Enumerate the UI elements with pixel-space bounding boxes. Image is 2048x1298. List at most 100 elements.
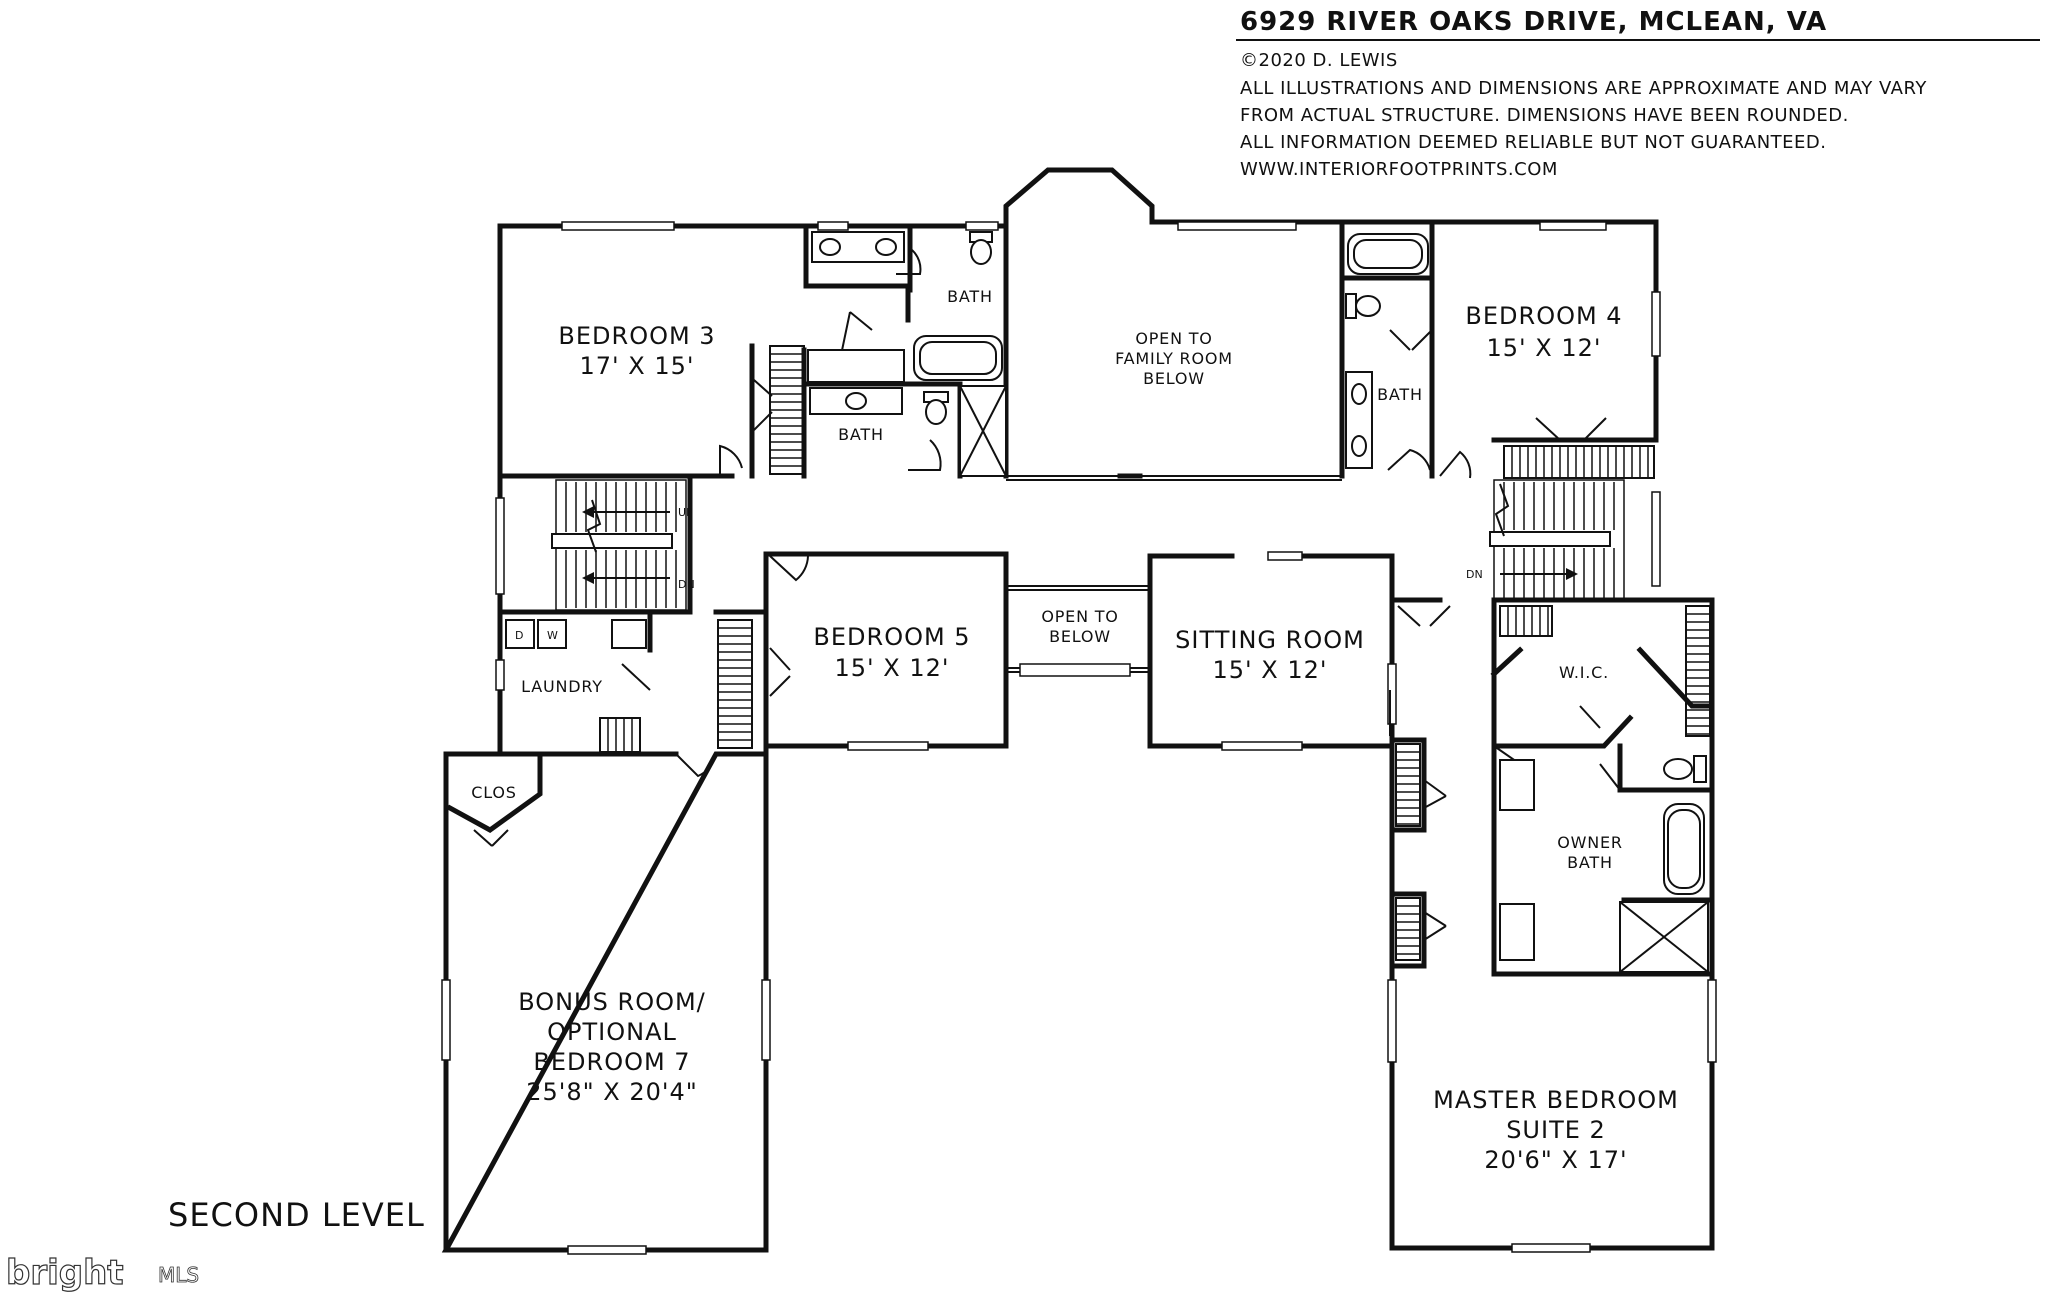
stairs-right: DN <box>1466 479 1625 601</box>
open-family-line-3: BELOW <box>1143 369 1205 388</box>
bonus-dim: 25'8" X 20'4" <box>526 1078 698 1106</box>
bedroom4-name: BEDROOM 4 <box>1465 302 1622 330</box>
bath-mid-label: BATH <box>838 425 884 444</box>
vanity-icon <box>1499 759 1535 811</box>
open-family-line-1: OPEN TO <box>1135 329 1212 348</box>
stairs-left: UP DN <box>551 479 695 611</box>
stair-landing-rail <box>1489 531 1611 547</box>
shower-x-icon <box>1619 901 1709 973</box>
wic-bottom-wall <box>1491 714 1634 749</box>
window <box>1651 491 1661 587</box>
owner-bath-line-2: BATH <box>1567 853 1613 872</box>
clos-wall <box>446 751 543 833</box>
sink-icon <box>1351 435 1367 457</box>
door-swing <box>1535 417 1607 441</box>
closet-rack-icon <box>1503 445 1655 479</box>
stair-down-label: DN <box>1466 568 1483 581</box>
open-below-line-2: BELOW <box>1049 627 1111 646</box>
mls-watermark: bright MLS <box>5 1252 199 1293</box>
dryer-icon <box>505 619 535 649</box>
clos-label: CLOS <box>471 783 516 802</box>
bathtub-inner-icon <box>1353 239 1423 269</box>
room-labels: BEDROOM 3 17' X 15' BATH BATH OPEN TO FA… <box>168 287 1679 1234</box>
bedroom3-name: BEDROOM 3 <box>558 322 715 350</box>
closet-b-wall <box>1389 891 1427 969</box>
closet-rack-icon <box>1395 743 1421 827</box>
window <box>1221 741 1303 751</box>
arrow-left-icon <box>582 572 594 584</box>
disclaimer-line-1: ALL ILLUSTRATIONS AND DIMENSIONS ARE APP… <box>1240 78 1927 99</box>
washer-label: W <box>547 629 558 642</box>
bedroom4-dim: 15' X 12' <box>1487 334 1602 362</box>
door-swing <box>1579 705 1601 729</box>
open-family-line-2: FAMILY ROOM <box>1115 349 1233 368</box>
doors <box>473 249 1621 941</box>
stair-down-label: DN <box>678 578 695 591</box>
window <box>817 221 849 231</box>
bedroom5-name: BEDROOM 5 <box>813 623 970 651</box>
bonus-room-wall <box>441 751 769 1253</box>
sitting-room-dim: 15' X 12' <box>1213 656 1328 684</box>
laundry-label: LAUNDRY <box>521 677 603 696</box>
open-below-window <box>1019 663 1131 677</box>
toilet-icon <box>925 399 947 425</box>
sink-icon <box>1351 383 1367 405</box>
closet-shelving <box>599 345 1711 961</box>
shower-x-icon <box>959 385 1007 477</box>
bath-right-label: BATH <box>1377 385 1423 404</box>
door-swing <box>908 439 942 471</box>
closet-rack-icon <box>1685 605 1711 737</box>
arrow-right-icon <box>1566 568 1578 580</box>
door-swing <box>675 753 717 778</box>
window <box>1511 1243 1591 1253</box>
bath-top-partition <box>803 223 911 323</box>
sitting-room-name: SITTING ROOM <box>1175 626 1365 654</box>
bonus-line-1: BONUS ROOM/ <box>518 988 706 1016</box>
dryer-label: D <box>515 629 523 642</box>
window <box>567 1245 647 1255</box>
window <box>1387 979 1397 1063</box>
bathtub-inner-icon <box>919 341 997 375</box>
bedroom5-dim: 15' X 12' <box>835 654 950 682</box>
door-swing <box>621 663 651 691</box>
window <box>495 497 505 595</box>
master-line-2: SUITE 2 <box>1506 1116 1606 1144</box>
stair-break-icon <box>1494 483 1510 537</box>
header-block: 6929 RIVER OAKS DRIVE, MCLEAN, VA ©2020 … <box>1236 7 2040 180</box>
door-swing <box>473 829 509 847</box>
disclaimer-line-3: ALL INFORMATION DEEMED RELIABLE BUT NOT … <box>1240 132 1827 153</box>
copyright-text: ©2020 D. LEWIS <box>1240 50 1398 71</box>
sink-icon <box>819 238 841 256</box>
door-swing <box>1397 605 1451 627</box>
master-dim: 20'6" X 17' <box>1484 1146 1627 1174</box>
fixtures: D W <box>505 231 1709 973</box>
owner-bath-wall <box>1491 597 1715 977</box>
door-swing <box>1599 763 1621 791</box>
bedroom3-wall <box>497 223 735 479</box>
door-swing <box>1389 329 1433 351</box>
window <box>495 659 505 691</box>
vanity-icon <box>1499 903 1535 961</box>
toilet-tank-icon <box>1345 293 1357 319</box>
toilet-tank-icon <box>1693 755 1707 783</box>
door-swing <box>896 249 922 275</box>
window <box>1267 551 1303 561</box>
closet-shelving-icon <box>807 349 905 383</box>
closet-a-wall <box>1389 737 1427 833</box>
closet-rack-icon <box>1395 897 1421 961</box>
level-label: SECOND LEVEL <box>168 1196 425 1234</box>
door-swing <box>1387 448 1431 471</box>
wic-walls <box>1490 646 1715 709</box>
window <box>1651 291 1661 357</box>
watermark-brand: bright <box>6 1253 124 1293</box>
walls <box>441 167 1715 1253</box>
stair-landing-rail <box>551 533 673 549</box>
master-line-1: MASTER BEDROOM <box>1433 1086 1679 1114</box>
closet-rack-icon <box>1499 605 1553 637</box>
window <box>1387 663 1397 725</box>
open-below-line-1: OPEN TO <box>1041 607 1118 626</box>
website-text: WWW.INTERIORFOOTPRINTS.COM <box>1240 159 1558 180</box>
window <box>441 979 451 1061</box>
window <box>847 741 929 751</box>
